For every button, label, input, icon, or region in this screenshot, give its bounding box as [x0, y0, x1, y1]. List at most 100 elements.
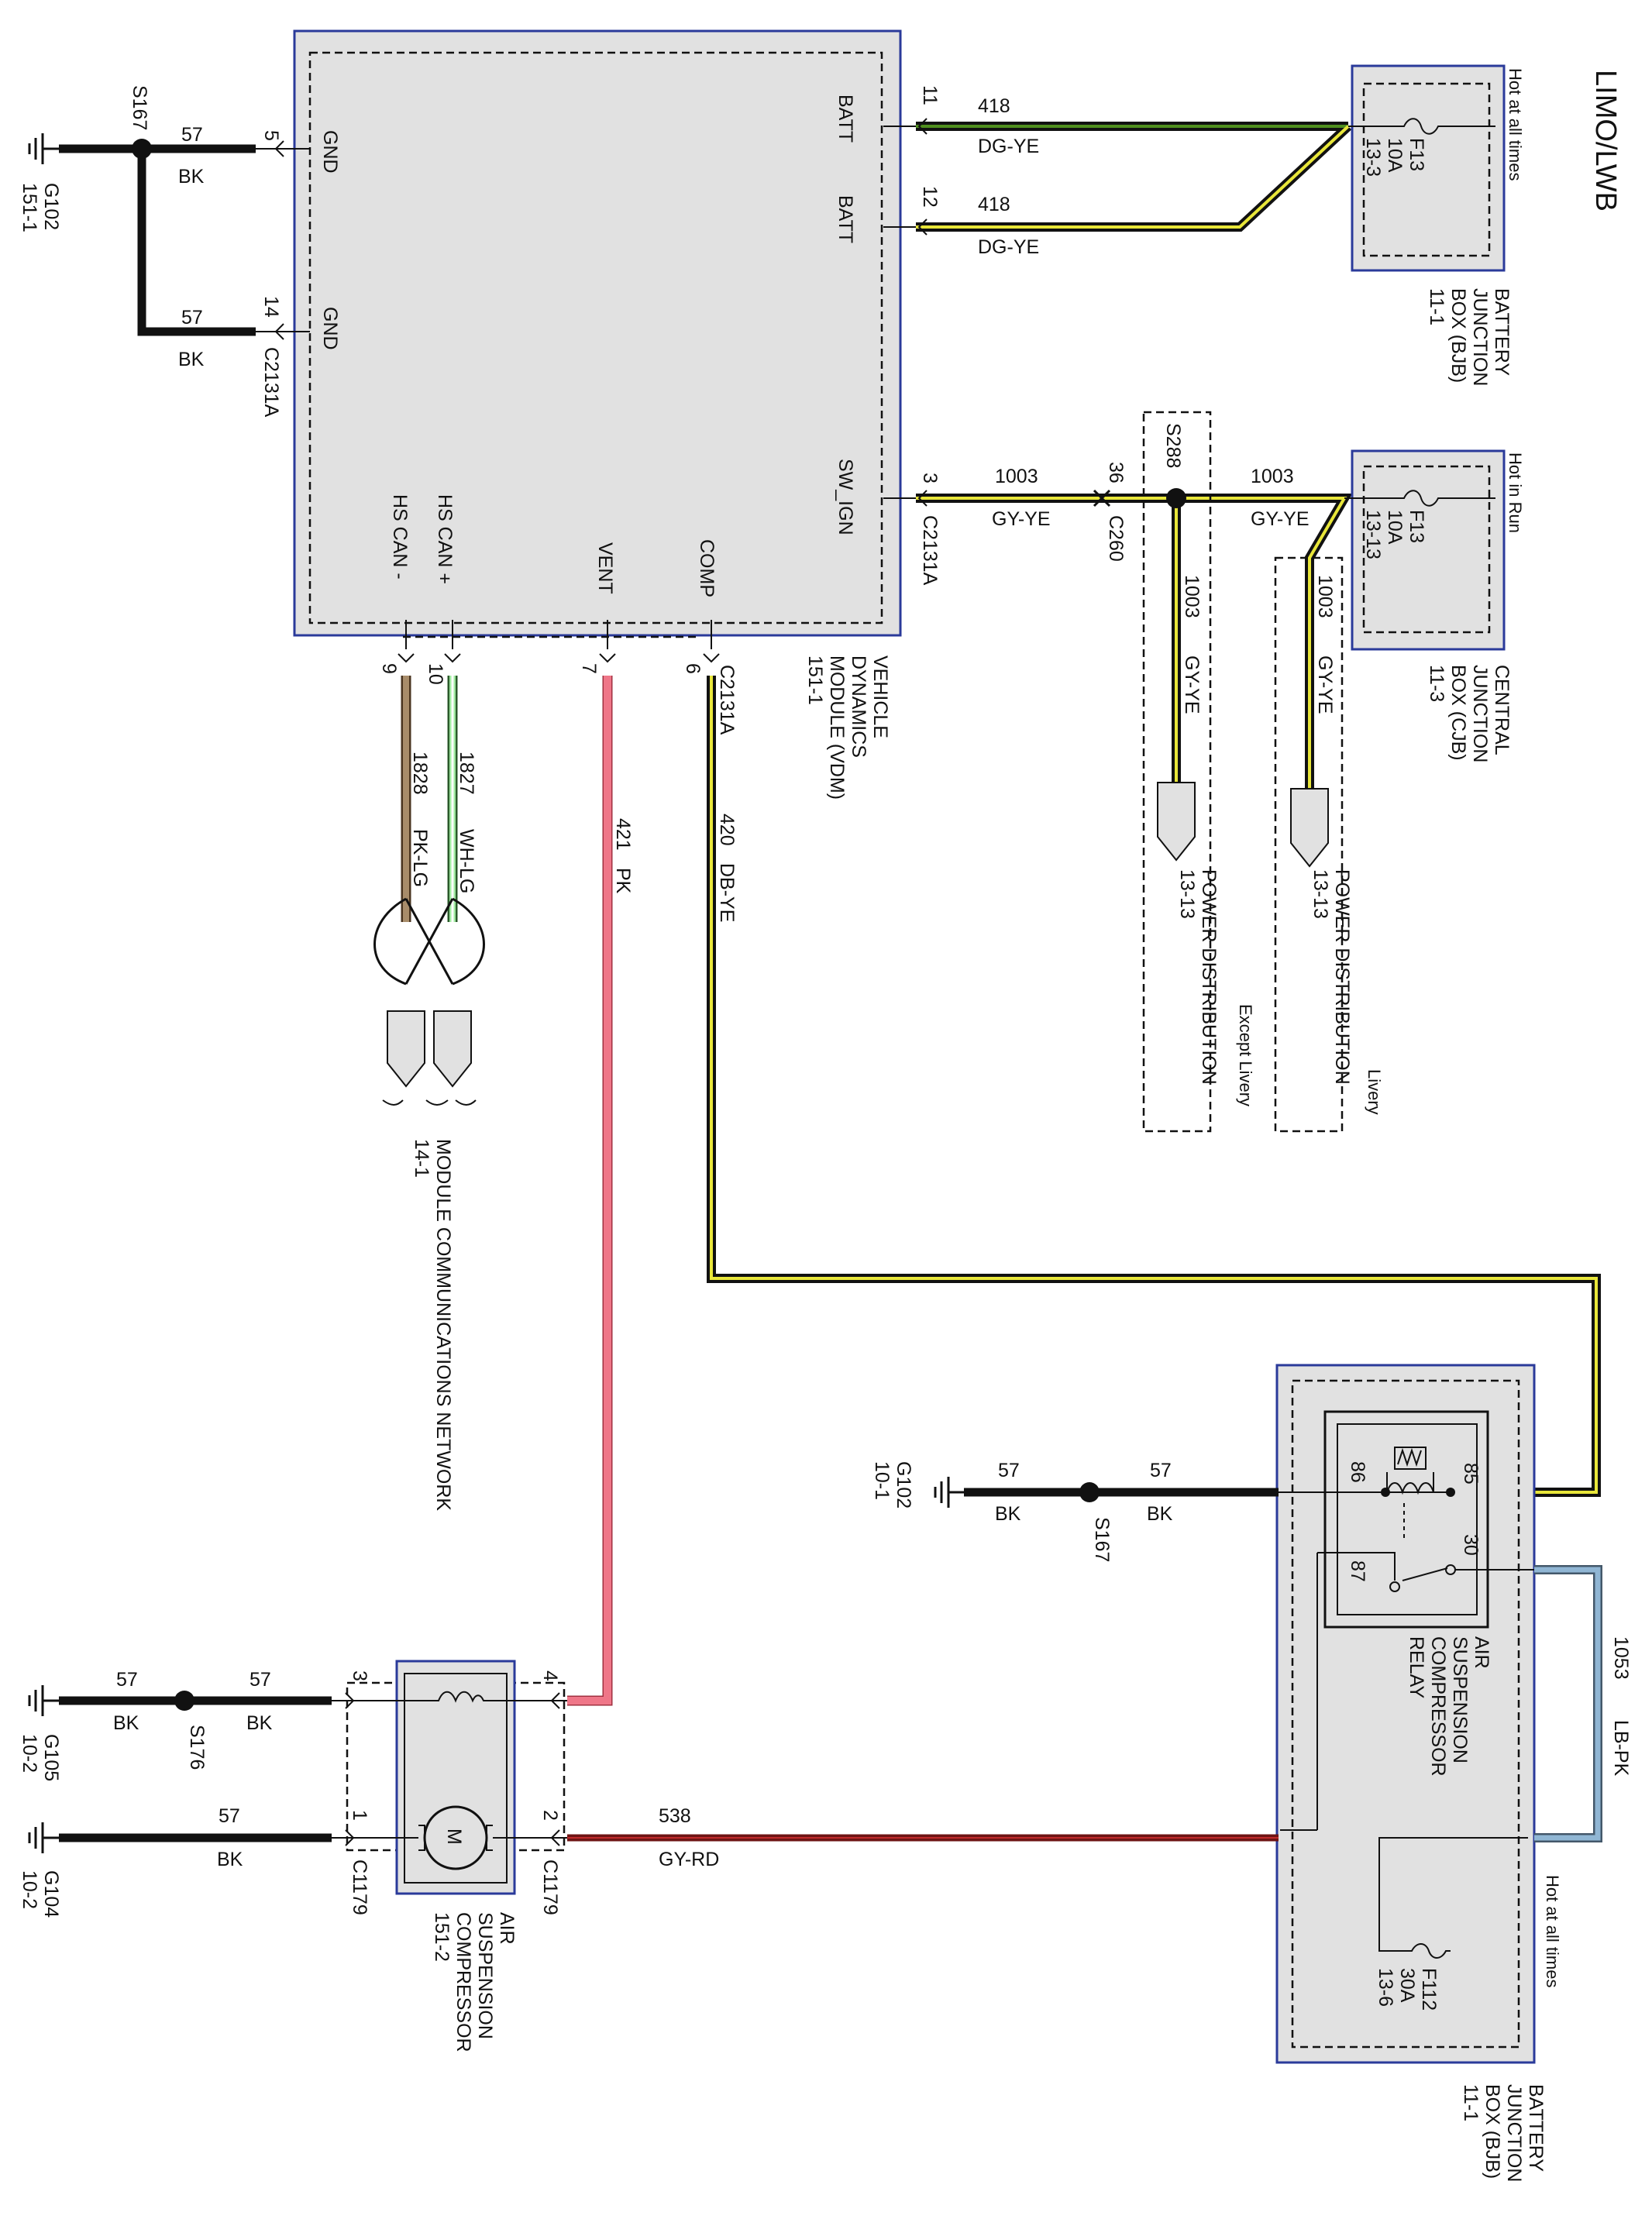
gnd-wire-b-circuit: 57 [181, 307, 203, 329]
s167-left-label: S167 [129, 85, 150, 130]
svg-text:JUNCTION: JUNCTION [1469, 665, 1491, 762]
comp-pin4: 4 [539, 1670, 561, 1681]
svg-text:11-1: 11-1 [1460, 2084, 1482, 2121]
batt-wires-418: 11 12 418 DG-YE 418 DG-YE [883, 85, 1352, 258]
g102-left-id: G102 [40, 183, 62, 230]
g105-wire-a-color: BK [113, 1712, 139, 1734]
svg-text:RELAY: RELAY [1406, 1636, 1427, 1698]
vdm-name-label: VEHICLE DYNAMICS MODULE (VDM) 151-1 [804, 655, 891, 800]
wire-1003-b-circuit: 1003 [1251, 466, 1294, 487]
svg-text:BATTERY: BATTERY [1491, 288, 1513, 376]
ground-g104: G104 10-2 57 BK [19, 1805, 332, 1918]
cjb-header: Hot in Run [1506, 452, 1525, 533]
bjb-bottom-fuse: F112 [1418, 1968, 1440, 2011]
vdm-pin5: 5 [260, 130, 282, 141]
compressor-name: AIR SUSPENSION COMPRESSOR 151-2 [431, 1912, 518, 2052]
pd-livery-circuit: 1003 [1314, 575, 1336, 618]
vdm-pin11: 11 [919, 85, 941, 105]
pd-except-circuit: 1003 [1181, 575, 1203, 618]
g102-left-ref: 151-1 [19, 183, 40, 232]
comp-wire-420: 6 C2131A 420 DB-YE [682, 620, 1601, 1497]
pd-livery-color: GY-YE [1314, 655, 1336, 714]
bjb-bottom: 85 86 30 87 AIR SUSPENSION COMPRESSOR RE… [1275, 1364, 1573, 2182]
wire-1003-a-color: GY-YE [992, 508, 1051, 530]
g104-ref: 10-2 [19, 1870, 40, 1909]
wire-418-a-color: DG-YE [978, 136, 1039, 157]
wire-421-circuit: 421 [612, 818, 634, 851]
svg-text:BOX (CJB): BOX (CJB) [1447, 665, 1469, 761]
vdm-pin7: 7 [578, 663, 600, 674]
diagram-title: LIMO/LWB [1589, 70, 1622, 212]
comp-pin1: 1 [349, 1810, 370, 1821]
relay-pin30: 30 [1460, 1534, 1482, 1556]
g105-wire-b-color: BK [246, 1712, 273, 1734]
svg-text:SUSPENSION: SUSPENSION [1449, 1636, 1471, 1763]
air-suspension-relay [1323, 1410, 1489, 1629]
svg-text:BOX (BJB): BOX (BJB) [1482, 2084, 1503, 2179]
ground-g102-left: G102 151-1 S167 57 BK 57 BK 5 14 C2131A [19, 85, 310, 418]
svg-text:VEHICLE: VEHICLE [869, 655, 891, 738]
relay-pin85: 85 [1460, 1463, 1482, 1484]
c2131a-comp-label: C2131A [716, 665, 738, 735]
pd-livery-ref: 13-13 [1310, 869, 1331, 919]
svg-text:DYNAMICS: DYNAMICS [848, 655, 869, 758]
c260-label: C260 [1105, 515, 1127, 562]
wire-421-color: PK [612, 868, 634, 894]
relay-pin86: 86 [1347, 1461, 1368, 1483]
network-label: MODULE COMMUNICATIONS NETWORK [432, 1139, 454, 1511]
c2131a-left-label: C2131A [260, 347, 282, 418]
vdm-pin-batt-a: BATT [835, 95, 856, 143]
svg-text:JUNCTION: JUNCTION [1469, 288, 1491, 386]
s167-relay-label: S167 [1091, 1517, 1113, 1562]
power-distribution: 1003 GY-YE 1003 GY-YE POWER DISTRIBUTION… [1157, 575, 1384, 1115]
svg-text:CENTRAL: CENTRAL [1491, 665, 1513, 755]
relay-ground-g102: G102 10-1 S167 57 BK 57 BK [871, 1460, 1279, 1562]
wire-1828-color: PK-LG [409, 829, 431, 887]
vdm-pin-gnd-a: GND [319, 130, 341, 174]
livery-region [1274, 556, 1344, 1133]
wire-538-circuit: 538 [659, 1805, 691, 1827]
vdm-pin14: 14 [260, 296, 282, 318]
vdm-pin-hs-can-minus: HS CAN - [389, 494, 411, 580]
network-ref: 14-1 [411, 1139, 432, 1178]
vdm-pin12: 12 [919, 186, 941, 208]
wire-1053-circuit: 1053 [1610, 1636, 1632, 1680]
bjb-bottom-ref: 13-6 [1375, 1968, 1396, 2007]
motor-symbol: M [443, 1829, 465, 1845]
g104-wire-circuit: 57 [219, 1805, 240, 1827]
cjb-ref: 13-13 [1362, 510, 1384, 559]
air-suspension-compressor: M 3 4 1 2 C1179 C1179 AIR SUSPENSION COM… [332, 1660, 567, 2052]
wire-1003-b-color: GY-YE [1251, 508, 1310, 530]
svg-text:AIR: AIR [496, 1912, 518, 1945]
pd-livery-label: POWER DISTRIBUTION [1331, 869, 1353, 1085]
vdm-pin3: 3 [919, 473, 941, 483]
s288-label: S288 [1162, 423, 1184, 468]
relay-gnd-b-circuit: 57 [1150, 1460, 1172, 1481]
s176-label: S176 [186, 1725, 208, 1770]
svg-text:COMPRESSOR: COMPRESSOR [1427, 1636, 1449, 1777]
wire-538-color: GY-RD [659, 1849, 719, 1870]
sw-ign-wire-1003: 3 C2131A 36 C260 1003 GY-YE 1003 GY-YE S… [883, 411, 1353, 1133]
bjb-top-header: Hot at all times [1506, 68, 1525, 181]
link-wire-1053: 1053 LB-PK [1534, 1565, 1632, 1842]
g104-id: G104 [40, 1870, 62, 1918]
wire-420-circuit: 420 [716, 814, 738, 846]
g105-id: G105 [40, 1734, 62, 1781]
pd-except-ref: 13-13 [1176, 869, 1198, 919]
g105-ref: 10-2 [19, 1734, 40, 1773]
g102-relay-ref: 10-1 [871, 1461, 893, 1500]
vdm-pin-comp: COMP [696, 539, 718, 597]
vent-wire-421: 7 421 PK [567, 620, 634, 1706]
g104-wire-color: BK [217, 1849, 243, 1870]
wire-418-b-circuit: 418 [978, 194, 1010, 215]
c1179-left-label: C1179 [349, 1859, 370, 1915]
vdm-pin-hs-can-plus: HS CAN + [434, 494, 456, 584]
relay-pin87: 87 [1347, 1560, 1368, 1582]
svg-text:11-3: 11-3 [1426, 665, 1447, 702]
comp-pin3: 3 [349, 1670, 370, 1681]
bjb-bottom-name: BATTERY JUNCTION BOX (BJB) 11-1 [1460, 2084, 1547, 2182]
relay-label: AIR SUSPENSION COMPRESSOR RELAY [1406, 1636, 1492, 1777]
vdm-pin10: 10 [425, 663, 446, 685]
feed-wire-538: 538 GY-RD [567, 1805, 1279, 1870]
